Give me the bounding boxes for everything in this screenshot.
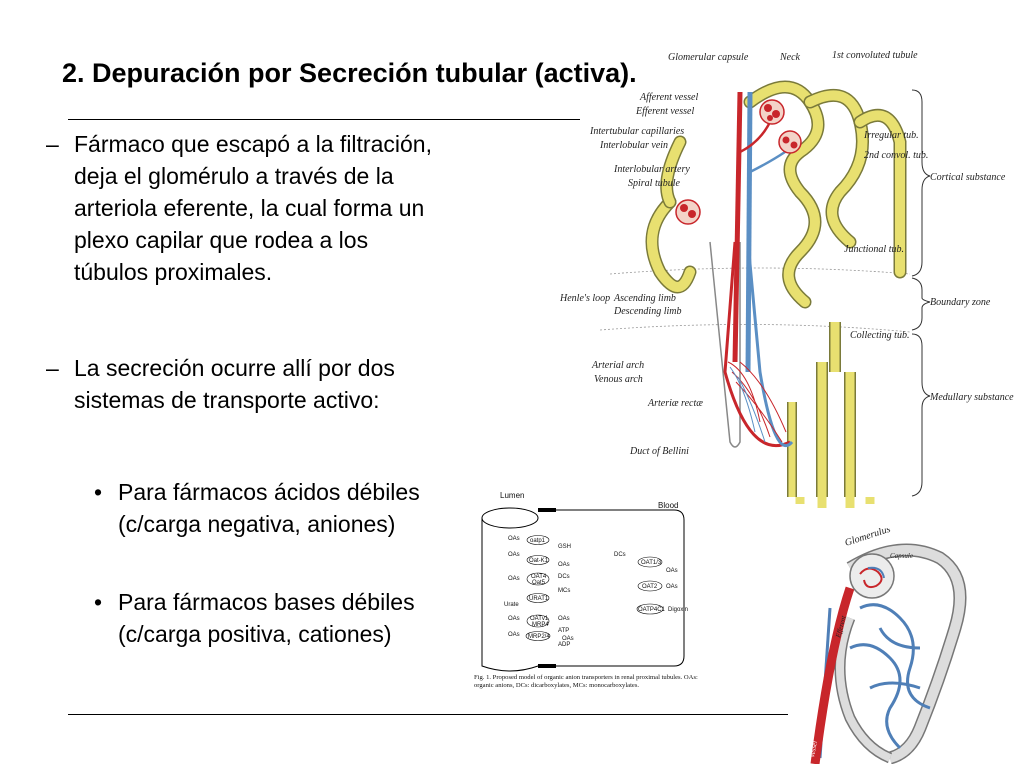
label-glomerulus: Glomerulus [844,528,892,549]
nephron-diagram: Glomerular capsule Neck 1st convoluted t… [560,50,1014,508]
label-venous-arch: Venous arch [594,374,643,385]
tight-junction-top [538,508,556,512]
lumen-label: Lumen [500,491,524,500]
sub-bullet-text: Para fármacos ácidos débiles (c/carga ne… [118,479,420,537]
label-spiral-tubule: Spiral tubule [628,178,681,189]
label-capsule: Capsule [890,552,913,560]
bottom-divider [68,714,788,715]
bullet-text: Fármaco que escapó a la filtración, deja… [74,131,432,285]
svg-text:MRP4: MRP4 [532,622,549,628]
svg-text:oatp1: oatp1 [530,538,546,544]
svg-text:MRP2/4: MRP2/4 [528,634,550,640]
svg-text:OAs: OAs [508,536,520,542]
svg-text:OAs: OAs [508,616,520,622]
dot-marker: • [94,589,103,615]
basolateral-transporters: DCs OAT1/3 OAs OAT2 OAs OATP4C1 Digoxin [614,552,688,615]
svg-text:OAT2: OAT2 [642,584,658,590]
label-junctional-tub: Junctional tub. [844,244,904,255]
tight-junction-bottom [538,664,556,668]
glomerulus [849,553,895,599]
svg-text:Oat-K1: Oat-K1 [529,558,549,564]
svg-text:Oat5: Oat5 [532,580,546,586]
svg-text:OAs: OAs [666,584,678,590]
label-duct-of-bellini: Duct of Bellini [629,446,689,457]
henle-loop [709,241,741,448]
dot-marker: • [94,479,103,505]
sub-bullet-item: • Para fármacos ácidos débiles (c/carga … [94,476,444,540]
svg-text:GSH: GSH [558,544,571,550]
label-vessel: Vessel [808,740,819,758]
bullet-item: – Fármaco que escapó a la filtración, de… [46,128,446,288]
apical-transporters: OAs oatp1 GSH OAs Oat-K1 OAs OAs OAT4 Oa… [504,535,574,648]
svg-text:Digoxin: Digoxin [668,607,688,613]
svg-text:OATv1: OATv1 [530,616,549,622]
label-first-convoluted-tubule: 1st convoluted tubule [832,50,918,61]
svg-text:OAs: OAs [666,568,678,574]
label-ascending-limb: Ascending limb [613,293,676,304]
svg-text:OAT4: OAT4 [531,574,547,580]
label-neck: Neck [779,52,801,63]
label-collecting-tub: Collecting tub. [850,330,909,341]
svg-text:OAs: OAs [558,616,570,622]
label-intertubular-capillaries: Intertubular capillaries [589,126,684,137]
label-efferent-vessel: Efferent vessel [635,106,694,117]
label-afferent: Afferent [810,634,822,659]
slide-title: 2. Depuración por Secreción tubular (act… [62,58,637,88]
label-boundary-zone: Boundary zone [930,297,991,308]
sub-bullet-text: Para fármacos bases débiles (c/carga pos… [118,589,415,647]
vasa-recta [727,361,787,443]
medullary-bracket [911,333,931,497]
sub-bullet-item: • Para fármacos bases débiles (c/carga p… [94,586,444,650]
label-afferent-vessel: Afferent vessel [639,92,698,103]
label-interlobular-artery: Interlobular artery [613,164,690,175]
afferent-artery [810,586,855,764]
svg-text:OAs: OAs [562,636,574,642]
lumen-cylinder-top [481,507,539,529]
boundary-bracket [911,277,931,331]
blood-vessels [723,91,794,448]
label-interlobular-vein: Interlobular vein [599,140,668,151]
cortical-bracket [911,89,931,277]
svg-text:OAs: OAs [508,576,520,582]
svg-text:Urate: Urate [504,602,519,608]
svg-text:OATP4C1: OATP4C1 [638,607,666,613]
svg-text:OAT1/3: OAT1/3 [641,560,662,566]
svg-text:OAs: OAs [558,562,570,568]
collecting-ducts [787,322,875,508]
label-second-convol-tub: 2nd convol. tub. [864,150,928,161]
label-descending-limb: Descending limb [613,306,682,317]
svg-text:OAs: OAs [508,632,520,638]
dash-marker: – [46,131,59,157]
svg-text:MCs: MCs [558,588,570,594]
proximal-tubule-cell [538,509,685,667]
svg-text:OAs: OAs [508,552,520,558]
dash-marker: – [46,355,59,381]
label-medullary-substance: Medullary substance [929,392,1014,403]
svg-text:URAT1: URAT1 [529,596,549,602]
svg-text:ADP: ADP [558,642,570,648]
convoluted-tubules [645,80,907,309]
label-arterial-arch: Arterial arch [591,360,644,371]
figure-caption: Fig. 1. Proposed model of organic anion … [474,674,698,689]
lumen-cylinder-body [481,518,539,672]
label-arteriae-rectae: Arteriæ rectæ [647,398,703,409]
blood-label: Blood [658,501,678,510]
svg-text:DCs: DCs [614,552,626,558]
bullet-item: – La secreción ocurre allí por dos siste… [46,352,446,416]
svg-text:DCs: DCs [558,574,570,580]
label-glomerular-capsule: Glomerular capsule [668,52,749,63]
title-divider [68,119,580,120]
transporter-model-figure: Lumen Blood OAs oatp1 GSH OAs Oat-K1 OAs… [474,491,698,689]
glomerulus-illustration: Glomerulus Capsule Efferent Afferent Ves… [808,528,967,764]
label-cortical-substance: Cortical substance [930,172,1006,183]
glomerulus-small [675,99,802,225]
label-henles-loop: Henle's loop [560,293,610,304]
svg-text:ATP: ATP [558,628,569,634]
bullet-text: La secreción ocurre allí por dos sistema… [74,355,395,413]
label-irregular-tub: Irregular tub. [863,130,919,141]
